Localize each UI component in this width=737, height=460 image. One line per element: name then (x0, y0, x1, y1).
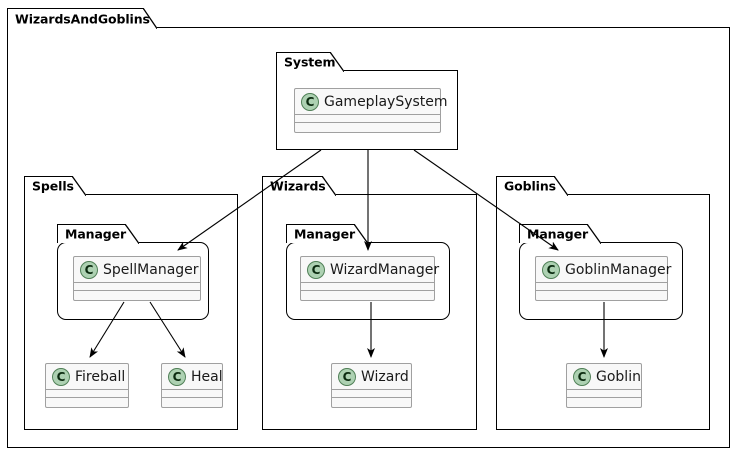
class-name-row: C Heal (162, 364, 223, 390)
package-tab-goblins: Goblins (496, 176, 568, 196)
class-methods-compartment (567, 398, 641, 406)
package-tab-corner-cut (72, 176, 86, 196)
package-tab-corner-cut (322, 176, 336, 196)
class-methods-compartment (74, 291, 200, 299)
package-tab-goblins-manager: Manager (519, 224, 601, 244)
class-name-row: C GoblinManager (536, 257, 671, 283)
class-attributes-compartment (46, 390, 128, 398)
class-name-row: C SpellManager (74, 257, 200, 283)
package-tab-wizards-manager: Manager (286, 224, 368, 244)
class-label-wizard-manager: WizardManager (330, 261, 440, 278)
package-tab-corner-cut (330, 52, 344, 72)
class-attributes-compartment (295, 115, 440, 123)
class-c-icon: C (542, 260, 560, 279)
package-title-system: System (284, 54, 336, 70)
class-methods-compartment (295, 123, 440, 131)
class-c-icon: C (338, 367, 356, 386)
package-tab-corner-cut (354, 224, 368, 244)
class-c-icon: C (168, 367, 186, 386)
class-wizard[interactable]: C Wizard (331, 363, 412, 408)
class-fireball[interactable]: C Fireball (45, 363, 129, 408)
class-attributes-compartment (332, 390, 411, 398)
package-title-wizards-and-goblins: WizardsAndGoblins (15, 11, 150, 26)
class-c-icon: C (301, 92, 319, 111)
package-tab-corner-cut (554, 176, 568, 196)
package-tab-corner-cut (125, 224, 139, 244)
class-attributes-compartment (567, 390, 641, 398)
package-title-spells-manager: Manager (65, 226, 127, 242)
class-c-icon: C (80, 260, 98, 279)
class-c-icon: C (307, 260, 325, 279)
package-tab-spells: Spells (24, 176, 86, 196)
class-c-icon: C (573, 367, 591, 386)
package-title-wizards: Wizards (270, 178, 326, 194)
class-label-wizard: Wizard (361, 368, 409, 385)
class-methods-compartment (301, 291, 434, 299)
class-attributes-compartment (162, 390, 222, 398)
class-name-row: C Fireball (46, 364, 128, 390)
class-c-icon: C (52, 367, 70, 386)
package-tab-corner-cut (143, 8, 157, 29)
class-label-goblin-manager: GoblinManager (565, 261, 672, 278)
class-heal[interactable]: C Heal (161, 363, 223, 408)
package-tab-spells-manager: Manager (57, 224, 139, 244)
class-gameplay-system[interactable]: C GameplaySystem (294, 88, 448, 133)
class-methods-compartment (332, 398, 411, 406)
class-methods-compartment (46, 398, 128, 406)
package-tab-corner-cut (587, 224, 601, 244)
class-spell-manager[interactable]: C SpellManager (73, 256, 201, 301)
class-name-row: C Wizard (332, 364, 411, 390)
package-title-goblins: Goblins (504, 178, 557, 194)
package-tab-wizards: Wizards (262, 176, 336, 196)
class-attributes-compartment (301, 283, 434, 291)
class-goblin[interactable]: C Goblin (566, 363, 642, 408)
class-name-row: C WizardManager (301, 257, 439, 283)
class-label-goblin: Goblin (596, 368, 641, 385)
class-label-gameplay-system: GameplaySystem (324, 93, 448, 110)
class-attributes-compartment (74, 283, 200, 291)
class-attributes-compartment (536, 283, 667, 291)
class-label-heal: Heal (191, 368, 223, 385)
class-label-spell-manager: SpellManager (103, 261, 199, 278)
class-methods-compartment (536, 291, 667, 299)
class-label-fireball: Fireball (75, 368, 126, 385)
package-title-spells: Spells (32, 178, 74, 194)
package-title-goblins-manager: Manager (527, 226, 589, 242)
class-goblin-manager[interactable]: C GoblinManager (535, 256, 671, 301)
package-tab-system: System (276, 52, 344, 72)
package-title-wizards-manager: Manager (294, 226, 356, 242)
class-wizard-manager[interactable]: C WizardManager (300, 256, 439, 301)
package-tab-wizards-and-goblins: WizardsAndGoblins (7, 8, 157, 29)
class-name-row: C GameplaySystem (295, 89, 448, 115)
class-methods-compartment (162, 398, 222, 406)
class-name-row: C Goblin (567, 364, 641, 390)
